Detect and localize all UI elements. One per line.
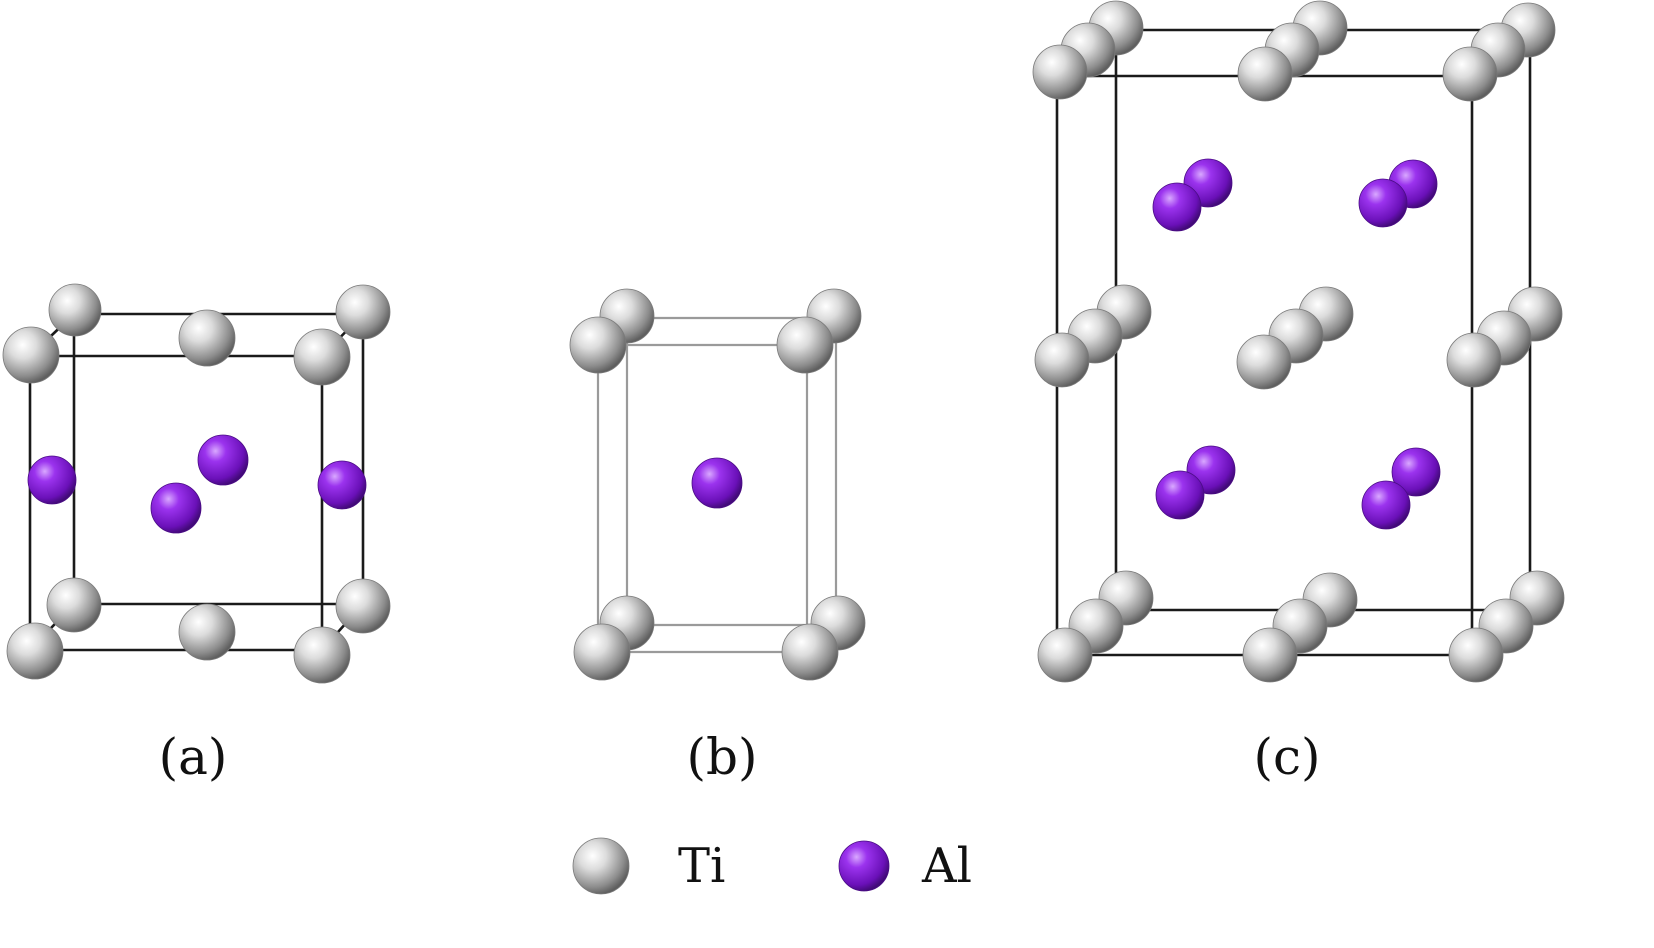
ti-atom-b-front-bottom-right: [781, 623, 839, 681]
ti-atom-c-top-left-2: [1032, 44, 1088, 100]
al-atom-c-lower-right-front: [1361, 480, 1411, 530]
legend-al-label: Al: [922, 838, 973, 894]
ti-atom-c-top-mid-2: [1237, 46, 1293, 102]
ti-atom-a-front-bottom-right: [293, 626, 351, 684]
panel-label-c: (c): [1253, 728, 1321, 786]
legend-ti-label: Ti: [678, 838, 726, 894]
ti-atom-a-top-face: [178, 309, 236, 367]
ti-atom-b-front-top-left: [569, 316, 627, 374]
ti-atom-c-mid-right-2: [1446, 332, 1502, 388]
al-atom-a-center-back: [197, 434, 249, 486]
al-atom-c-upper-right-front: [1358, 178, 1408, 228]
al-atom-a-right-face: [317, 460, 367, 510]
ti-atom-a-back-top-left: [48, 283, 102, 337]
panel-label-b: (b): [686, 728, 758, 786]
ti-atom-b-front-top-right: [776, 316, 834, 374]
al-atom-a-center-front: [150, 482, 202, 534]
legend-ti-symbol: [572, 837, 630, 895]
ti-atom-a-back-bottom-right: [335, 578, 391, 634]
ti-atom-a-front-top-right: [293, 328, 351, 386]
ti-atom-a-front-top-left: [2, 326, 60, 384]
ti-atom-a-back-bottom-left: [46, 577, 102, 633]
ti-atom-a-bottom-face: [178, 603, 236, 661]
ti-atom-c-mid-left-2: [1034, 332, 1090, 388]
ti-atom-c-bottom-mid-2: [1242, 627, 1298, 683]
ti-atom-c-bottom-left-2: [1037, 627, 1093, 683]
legend-al-symbol: [838, 840, 890, 892]
ti-atom-c-bottom-right-2: [1448, 627, 1504, 683]
al-atom-c-lower-left-front: [1155, 470, 1205, 520]
ti-atom-a-front-bottom-left: [6, 622, 64, 680]
atoms-layer: [2, 0, 1565, 895]
ti-atom-c-top-right-2: [1442, 46, 1498, 102]
al-atom-a-left-face: [27, 455, 77, 505]
ti-atom-b-front-bottom-left: [573, 623, 631, 681]
ti-atom-c-mid-center-2: [1236, 334, 1292, 390]
al-atom-b-center: [691, 457, 743, 509]
al-atom-c-upper-left-front: [1152, 182, 1202, 232]
ti-atom-a-back-top-right: [335, 284, 391, 340]
panel-label-a: (a): [158, 728, 228, 786]
al-atom-c-lower-right-back: [1391, 447, 1441, 497]
